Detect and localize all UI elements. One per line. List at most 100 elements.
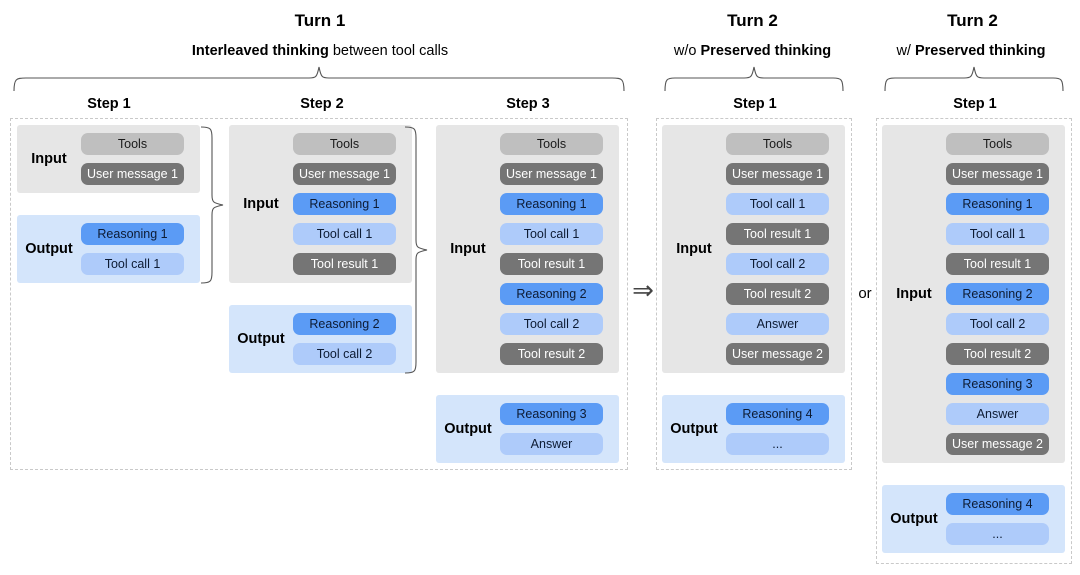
group-title-turn2-w: Turn 2	[947, 11, 998, 30]
pill-column: Tools User message 1	[81, 129, 200, 189]
brace-step2-to-step3	[404, 126, 428, 374]
output-label: Output	[890, 511, 938, 527]
pill-column: Tools User message 1 Tool call 1 Tool re…	[726, 129, 845, 369]
brace-turn2-w	[884, 66, 1064, 92]
group-subtitle-turn2-w: w/ Preserved thinking	[862, 42, 1080, 60]
pill-user-message-1[interactable]: User message 1	[726, 163, 829, 185]
pill-tool-call-2[interactable]: Tool call 2	[946, 313, 1049, 335]
step-title-turn2-w-step1: Step 1	[953, 96, 997, 112]
pill-reasoning-1[interactable]: Reasoning 1	[293, 193, 396, 215]
pill-reasoning-2[interactable]: Reasoning 2	[293, 313, 396, 335]
pill-reasoning-1[interactable]: Reasoning 1	[500, 193, 603, 215]
input-label: Input	[896, 286, 932, 302]
arrow-turn1-to-turn2-icon: ⇒	[632, 275, 654, 305]
output-label: Output	[444, 421, 492, 437]
pill-tools[interactable]: Tools	[81, 133, 184, 155]
pill-column: Tools User message 1 Reasoning 1 Tool ca…	[946, 129, 1065, 459]
pill-tool-result-2[interactable]: Tool result 2	[500, 343, 603, 365]
input-label: Input	[243, 196, 279, 212]
pill-reasoning-3[interactable]: Reasoning 3	[500, 403, 603, 425]
turn1-step1-output-block: Output Reasoning 1 Tool call 1	[17, 215, 200, 283]
pill-tools[interactable]: Tools	[946, 133, 1049, 155]
pill-tool-call-2[interactable]: Tool call 2	[500, 313, 603, 335]
pill-tool-result-1[interactable]: Tool result 1	[726, 223, 829, 245]
pill-user-message-1[interactable]: User message 1	[946, 163, 1049, 185]
pill-user-message-2[interactable]: User message 2	[946, 433, 1049, 455]
pill-answer[interactable]: Answer	[500, 433, 603, 455]
pill-reasoning-1[interactable]: Reasoning 1	[946, 193, 1049, 215]
turn1-step2-output-block: Output Reasoning 2 Tool call 2	[229, 305, 412, 373]
turn2-w-output-block: Output Reasoning 4 ...	[882, 485, 1065, 553]
output-label: Output	[25, 241, 73, 257]
turn2-w-input-block: Input Tools User message 1 Reasoning 1 T…	[882, 125, 1065, 463]
region-turn1	[10, 118, 628, 470]
pill-column: Reasoning 4 ...	[946, 489, 1065, 549]
group-subtitle-turn1: Interleaved thinking between tool calls	[10, 42, 630, 60]
pill-tools[interactable]: Tools	[293, 133, 396, 155]
group-subtitle-turn2-w-bold: Preserved thinking	[914, 43, 1046, 59]
pill-reasoning-4[interactable]: Reasoning 4	[726, 403, 829, 425]
turn2-wo-output-block: Output Reasoning 4 ...	[662, 395, 845, 463]
output-label: Output	[237, 331, 285, 347]
pill-ellipsis[interactable]: ...	[946, 523, 1049, 545]
pill-reasoning-4[interactable]: Reasoning 4	[946, 493, 1049, 515]
pill-tool-result-1[interactable]: Tool result 1	[946, 253, 1049, 275]
brace-step1-to-step2	[200, 126, 224, 284]
pill-tool-call-2[interactable]: Tool call 2	[726, 253, 829, 275]
group-subtitle-turn1-rest: between tool calls	[328, 43, 449, 59]
pill-reasoning-2[interactable]: Reasoning 2	[500, 283, 603, 305]
turn1-step1-input-block: Input Tools User message 1	[17, 125, 200, 193]
pill-column: Reasoning 4 ...	[726, 399, 845, 459]
turn1-step3-output-block: Output Reasoning 3 Answer	[436, 395, 619, 463]
input-label: Input	[31, 151, 67, 167]
group-title-turn1: Turn 1	[294, 11, 346, 30]
pill-column: Reasoning 1 Tool call 1	[81, 219, 200, 279]
step-title-turn1-step1: Step 1	[87, 96, 131, 112]
pill-reasoning-1[interactable]: Reasoning 1	[81, 223, 184, 245]
pill-tool-result-1[interactable]: Tool result 1	[293, 253, 396, 275]
pill-tool-call-1[interactable]: Tool call 1	[726, 193, 829, 215]
pill-answer[interactable]: Answer	[726, 313, 829, 335]
pill-column: Reasoning 3 Answer	[500, 399, 619, 459]
pill-tools[interactable]: Tools	[726, 133, 829, 155]
pill-user-message-1[interactable]: User message 1	[500, 163, 603, 185]
pill-reasoning-2[interactable]: Reasoning 2	[946, 283, 1049, 305]
pill-answer[interactable]: Answer	[946, 403, 1049, 425]
step-title-turn2-wo-step1: Step 1	[733, 96, 777, 112]
pill-user-message-1[interactable]: User message 1	[293, 163, 396, 185]
turn1-step3-input-block: Input Tools User message 1 Reasoning 1 T…	[436, 125, 619, 373]
pill-tools[interactable]: Tools	[500, 133, 603, 155]
step-title-turn1-step2: Step 2	[300, 96, 344, 112]
step-title-turn1-step3: Step 3	[506, 96, 550, 112]
group-subtitle-turn2-w-pre: w/	[896, 43, 915, 59]
pill-column: Tools User message 1 Reasoning 1 Tool ca…	[500, 129, 619, 369]
region-turn2-wo	[656, 118, 852, 470]
pill-column: Reasoning 2 Tool call 2	[293, 309, 412, 369]
pill-user-message-1[interactable]: User message 1	[81, 163, 184, 185]
pill-tool-call-1[interactable]: Tool call 1	[293, 223, 396, 245]
pill-tool-call-1[interactable]: Tool call 1	[81, 253, 184, 275]
turn1-step2-input-block: Input Tools User message 1 Reasoning 1 T…	[229, 125, 412, 283]
pill-tool-call-1[interactable]: Tool call 1	[500, 223, 603, 245]
or-connector-label: or	[858, 285, 872, 302]
pill-tool-result-2[interactable]: Tool result 2	[946, 343, 1049, 365]
group-subtitle-turn2-wo: w/o Preserved thinking	[640, 42, 865, 60]
pill-tool-call-1[interactable]: Tool call 1	[946, 223, 1049, 245]
pill-reasoning-3[interactable]: Reasoning 3	[946, 373, 1049, 395]
pill-column: Tools User message 1 Reasoning 1 Tool ca…	[293, 129, 412, 279]
group-subtitle-turn2-wo-pre: w/o	[673, 43, 701, 59]
pill-tool-call-2[interactable]: Tool call 2	[293, 343, 396, 365]
group-subtitle-turn2-wo-bold: Preserved thinking	[700, 43, 832, 59]
output-label: Output	[670, 421, 718, 437]
input-label: Input	[450, 241, 486, 257]
brace-turn1	[13, 66, 625, 92]
pill-tool-result-1[interactable]: Tool result 1	[500, 253, 603, 275]
pill-user-message-2[interactable]: User message 2	[726, 343, 829, 365]
pill-tool-result-2[interactable]: Tool result 2	[726, 283, 829, 305]
group-title-turn2-wo: Turn 2	[727, 11, 778, 30]
brace-turn2-wo	[664, 66, 844, 92]
input-label: Input	[676, 241, 712, 257]
region-turn2-w	[876, 118, 1072, 564]
pill-ellipsis[interactable]: ...	[726, 433, 829, 455]
group-subtitle-turn1-bold: Interleaved thinking	[191, 43, 329, 59]
